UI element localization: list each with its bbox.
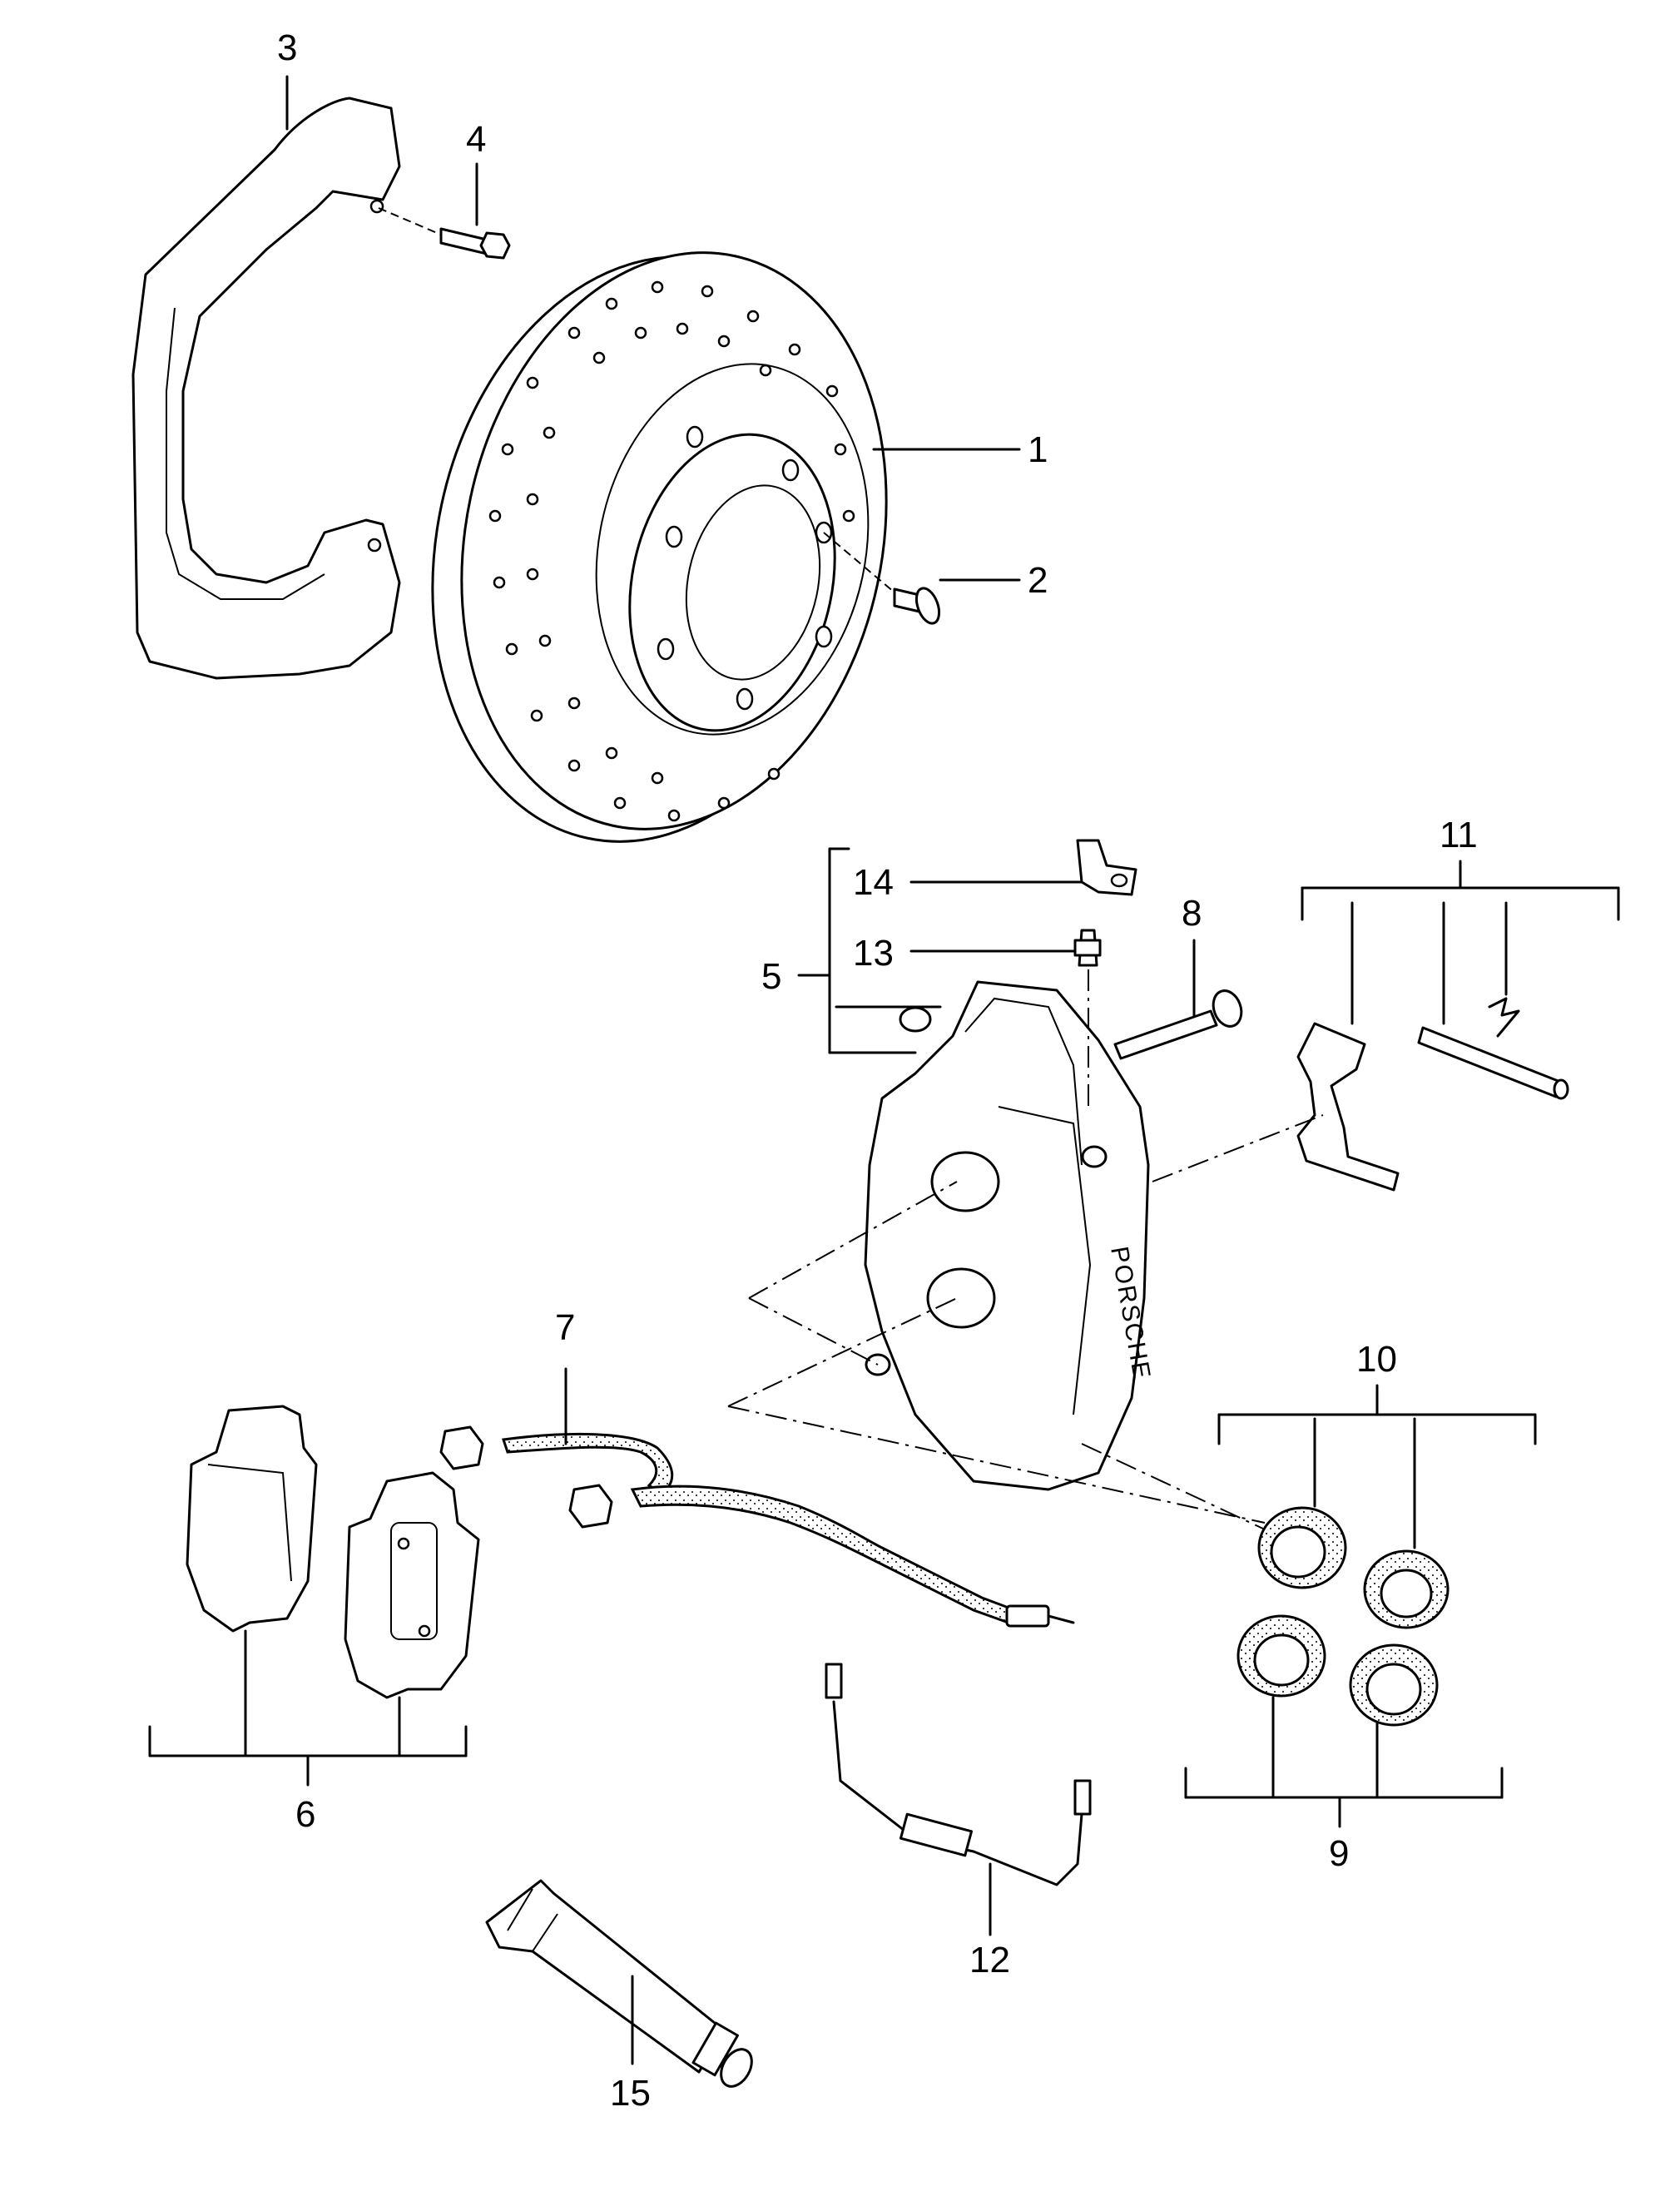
brake-disc xyxy=(431,251,888,843)
callout-leaders xyxy=(148,75,1620,2065)
spreader-spring-kit xyxy=(1152,997,1569,1192)
callout-5: 5 xyxy=(761,956,781,997)
callout-3: 3 xyxy=(277,27,297,68)
callout-labels: 1 2 3 4 5 6 7 8 9 10 11 12 13 14 15 xyxy=(277,27,1478,2114)
bleeder-valve xyxy=(1073,929,1102,1107)
shield-bolt xyxy=(378,207,511,260)
pad-retaining-pin xyxy=(1113,989,1243,1060)
brake-caliper: PORSCHE xyxy=(864,980,1156,1491)
disc-countersunk-screw xyxy=(823,532,941,625)
pad-wear-sensor xyxy=(439,1425,1075,1628)
callout-6: 6 xyxy=(295,1794,315,1835)
disc-drill-holes xyxy=(488,280,855,822)
bleeder-cap xyxy=(1076,839,1137,896)
callout-14: 14 xyxy=(853,862,894,903)
piston-seal-set xyxy=(1236,1506,1450,1727)
callout-13: 13 xyxy=(853,933,894,974)
assembly-paste-tube xyxy=(485,1879,753,2088)
callout-11: 11 xyxy=(1440,815,1478,855)
callout-9: 9 xyxy=(1329,1833,1349,1874)
brake-dust-shield xyxy=(131,97,401,680)
callout-1: 1 xyxy=(1028,429,1048,470)
callout-15: 15 xyxy=(610,2073,651,2114)
callout-7: 7 xyxy=(555,1307,575,1348)
brake-hose xyxy=(825,1663,1092,1886)
callout-4: 4 xyxy=(466,119,486,160)
callout-8: 8 xyxy=(1182,893,1202,934)
callout-2: 2 xyxy=(1028,560,1048,601)
callout-10: 10 xyxy=(1356,1339,1397,1380)
brake-pad-set xyxy=(186,1405,480,1699)
callout-12: 12 xyxy=(969,1940,1010,1980)
